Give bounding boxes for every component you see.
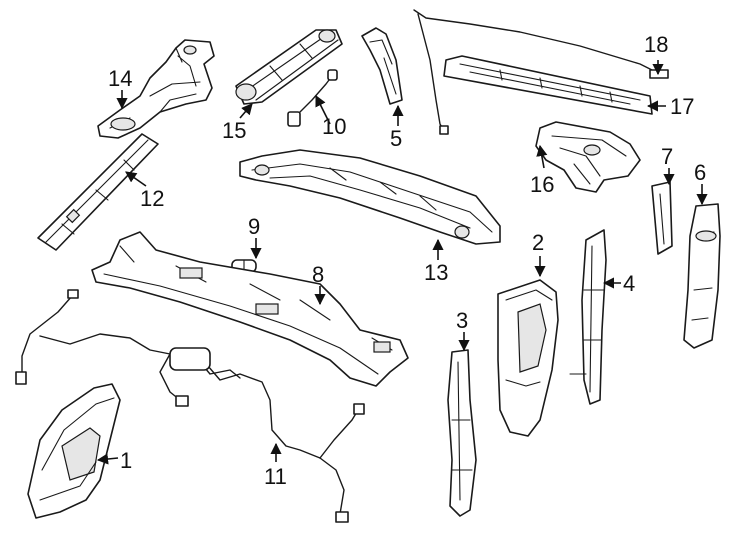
callout-11: 11 [264, 464, 287, 489]
part-12-trim-strip [37, 133, 159, 251]
callout-16: 16 [530, 172, 554, 197]
callout-5: 5 [390, 126, 402, 151]
part-5-pillar-trim [361, 27, 403, 105]
callout-3: 3 [456, 308, 468, 333]
callout-7: 7 [661, 144, 673, 169]
part-13-crossmember [239, 149, 501, 245]
callout-10: 10 [322, 114, 346, 139]
callout-4: 4 [623, 271, 635, 296]
callout-17: 17 [670, 94, 694, 119]
part-8-floor-pan [91, 231, 409, 387]
part-15-rail [235, 29, 343, 105]
part-4-vertical-rail [569, 229, 607, 405]
part-14-bracket [97, 39, 215, 139]
callout-14: 14 [108, 66, 132, 91]
callout-15: 15 [222, 118, 246, 143]
part-2-c-pillar-trim [497, 279, 559, 437]
callout-labels: 1 2 3 4 5 6 7 8 9 10 11 12 13 14 15 16 1… [108, 32, 706, 489]
part-10-connector [287, 69, 338, 127]
callout-18: 18 [644, 32, 668, 57]
leader-lines [96, 60, 708, 465]
part-6-d-pillar-trim [683, 203, 721, 349]
callout-6: 6 [694, 160, 706, 185]
callout-8: 8 [312, 262, 324, 287]
callout-13: 13 [424, 260, 448, 285]
callout-9: 9 [248, 214, 260, 239]
part-1-quarter-trim [27, 383, 121, 519]
part-11-harness [15, 289, 365, 523]
callout-1: 1 [120, 448, 132, 473]
part-7-trim [651, 181, 673, 255]
callout-12: 12 [140, 186, 164, 211]
callout-2: 2 [532, 230, 544, 255]
part-16-bracket [535, 121, 641, 193]
part-17-header [443, 55, 653, 115]
part-3-pillar-brace [447, 349, 477, 517]
